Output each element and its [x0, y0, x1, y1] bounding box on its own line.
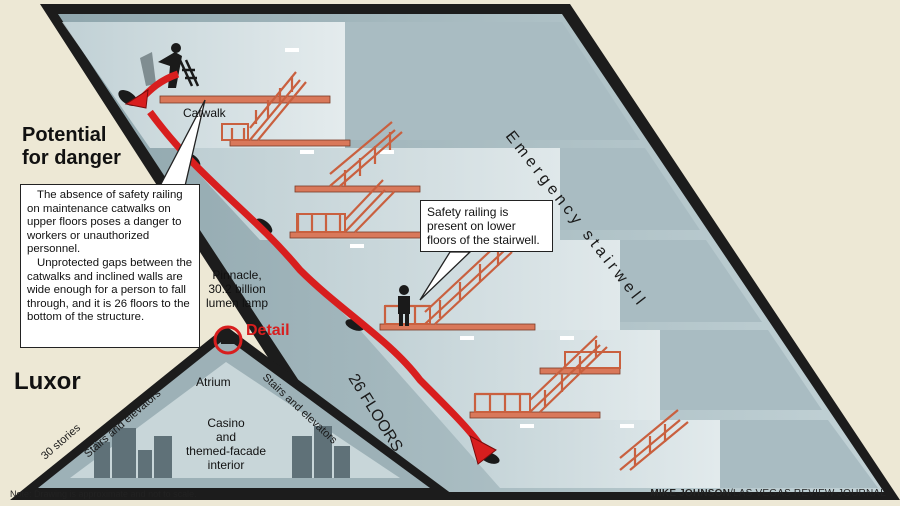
headline-line-1: Potential	[22, 124, 107, 146]
callout-paragraph-2: Unprotected gaps between the catwalks an…	[27, 256, 193, 324]
railing-boxes	[221, 123, 621, 413]
callout-paragraph-1: The absence of safety railing on mainten…	[27, 189, 183, 256]
credit-name: MIKE JOHNSON	[650, 488, 731, 499]
fall-path-arrow	[124, 70, 497, 465]
headline: Potential for danger	[22, 124, 192, 170]
staircases	[230, 71, 689, 471]
casino-line-1: Casino	[207, 416, 245, 430]
pinnacle-line-3: lumen lamp	[205, 296, 269, 310]
luxor-label: Luxor	[14, 368, 81, 395]
credit-org: /LAS VEGAS REVIEW-JOURNAL	[730, 488, 886, 499]
casino-label: Casino and themed-facade interior	[180, 416, 272, 472]
headline-line-2: for danger	[22, 147, 121, 169]
footer-note: Note: Drawing is approximate and not to …	[10, 489, 197, 499]
pinnacle-line-2: 30.2 billion	[208, 282, 266, 296]
danger-callout: The absence of safety railing on mainten…	[20, 184, 200, 348]
casino-line-4: interior	[207, 458, 245, 472]
right-wall-bands	[345, 22, 878, 488]
railing-callout: Safety railing is present on lower floor…	[420, 200, 553, 252]
catwalk-label: Catwalk	[183, 106, 226, 120]
casino-line-3: themed-facade	[185, 444, 267, 458]
pinnacle-line-1: Pinnacle,	[212, 268, 262, 282]
casino-line-2: and	[215, 430, 237, 444]
footer-credit: MIKE JOHNSON/LAS VEGAS REVIEW-JOURNAL	[650, 488, 886, 499]
pinnacle-label: Pinnacle, 30.2 billion lumen lamp	[196, 268, 278, 310]
atrium-label: Atrium	[196, 375, 231, 389]
luxor-pyramid	[10, 325, 460, 500]
detail-label: Detail	[246, 322, 290, 339]
